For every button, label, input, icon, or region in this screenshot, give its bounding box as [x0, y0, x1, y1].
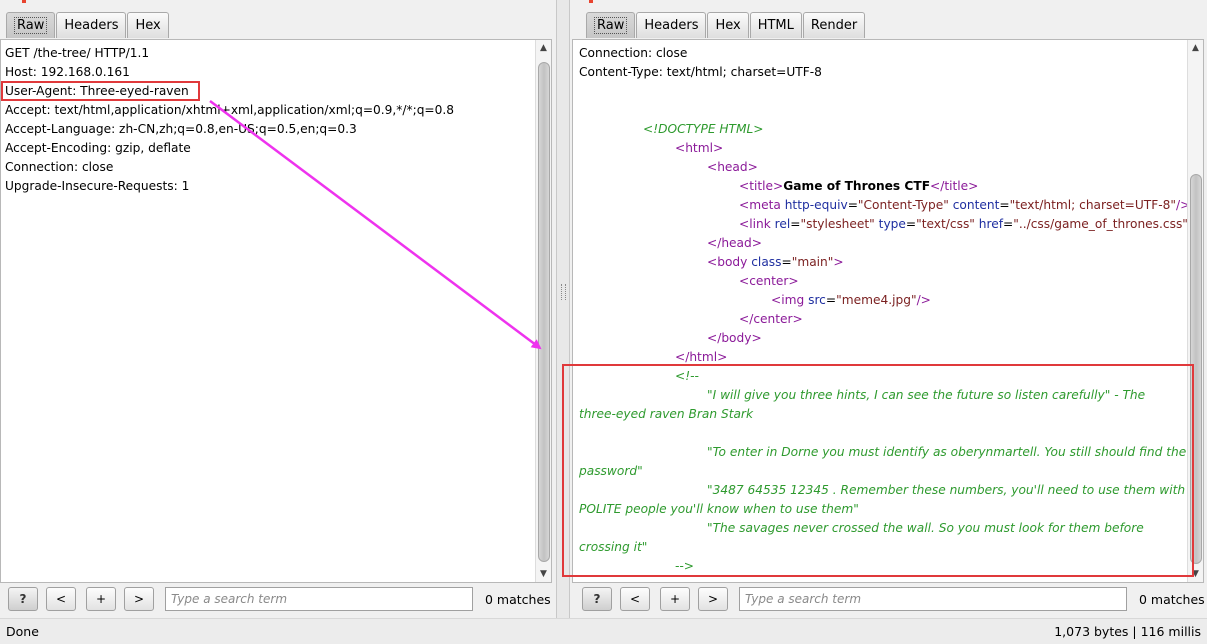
center-open-tag: <center> — [739, 274, 799, 288]
response-editor[interactable]: Connection: close Content-Type: text/htm… — [572, 39, 1204, 583]
body-open-tag: <body — [707, 255, 752, 269]
previous-match-button[interactable]: < — [620, 587, 650, 611]
comment-close: --> — [675, 559, 695, 573]
title-open-tag: <title> — [739, 179, 784, 193]
hint-text: three-eyed raven Bran Stark — [579, 407, 754, 421]
request-scrollbar[interactable]: ▲ ▼ — [535, 40, 551, 582]
status-text: Done — [6, 624, 39, 639]
center-close-tag: </center> — [739, 312, 803, 326]
next-match-button[interactable]: > — [124, 587, 154, 611]
response-size-timing: 1,073 bytes | 116 millis — [1054, 624, 1201, 639]
link-attr: rel — [774, 217, 791, 231]
body-value: "main" — [791, 255, 834, 269]
html-open-tag: <html> — [675, 141, 724, 155]
request-scroll-thumb[interactable] — [538, 62, 550, 562]
hint-text: "To enter in Dorne you must identify as … — [707, 445, 1187, 459]
divider-grip-icon[interactable] — [561, 284, 566, 300]
response-tab-html[interactable]: HTML — [749, 12, 802, 38]
hint-text: POLITE people you'll know when to use th… — [579, 502, 859, 516]
response-search-bar: ? < + > 0 matches — [570, 583, 1207, 615]
comment-open: <!-- — [675, 369, 699, 383]
request-line: GET /the-tree/ HTTP/1.1 — [5, 46, 150, 60]
request-pane: Raw Headers Hex GET /the-tree/ HTTP/1.1 … — [0, 0, 556, 618]
request-tab-raw[interactable]: Raw — [6, 12, 56, 38]
response-match-count: 0 matches — [1139, 592, 1205, 607]
img-value: "meme4.jpg" — [836, 293, 917, 307]
request-tabs: Raw Headers Hex — [6, 12, 170, 39]
hint-text: "The savages never crossed the wall. So … — [707, 521, 1144, 535]
link-value: "text/css" — [916, 217, 975, 231]
request-match-count: 0 matches — [485, 592, 551, 607]
response-header-line: Connection: close — [579, 46, 688, 60]
body-close-tag: </body> — [707, 331, 762, 345]
scroll-down-icon[interactable]: ▼ — [540, 569, 547, 579]
request-line: Host: 192.168.0.161 — [5, 65, 130, 79]
body-open-end: > — [833, 255, 844, 269]
link-attr: href — [978, 217, 1004, 231]
img-attr: src — [808, 293, 826, 307]
help-button[interactable]: ? — [8, 587, 38, 611]
request-line: Accept: text/html,application/xhtml+xml,… — [5, 103, 455, 117]
hint-text: "3487 64535 12345 . Remember these numbe… — [707, 483, 1186, 497]
img-tag: <img — [771, 293, 809, 307]
head-close-tag: </head> — [707, 236, 762, 250]
request-tab-headers[interactable]: Headers — [56, 12, 127, 38]
doctype-token: <!DOCTYPE HTML> — [643, 122, 764, 136]
user-agent-highlight-box — [1, 81, 200, 101]
html-close-tag: </html> — [675, 350, 728, 364]
request-editor[interactable]: GET /the-tree/ HTTP/1.1 Host: 192.168.0.… — [0, 39, 552, 583]
accent-mark — [589, 0, 593, 3]
pane-divider[interactable] — [556, 0, 570, 618]
meta-tag: <meta — [739, 198, 785, 212]
scroll-down-icon[interactable]: ▼ — [1192, 569, 1199, 579]
status-bar: Done 1,073 bytes | 116 millis — [0, 618, 1207, 644]
link-value: "../css/game_of_thrones.css" — [1013, 217, 1188, 231]
link-tag: <link — [739, 217, 775, 231]
scroll-up-icon[interactable]: ▲ — [540, 43, 547, 53]
request-line: Upgrade-Insecure-Requests: 1 — [5, 179, 190, 193]
next-match-button[interactable]: > — [698, 587, 728, 611]
response-pane: Raw Headers Hex HTML Render Connection: … — [570, 0, 1207, 618]
response-tabs: Raw Headers Hex HTML Render — [586, 12, 866, 39]
page-title-text: Game of Thrones CTF — [783, 179, 931, 193]
img-close: /> — [916, 293, 931, 307]
response-tab-hex[interactable]: Hex — [707, 12, 749, 38]
meta-close: /> — [1176, 198, 1191, 212]
request-search-input[interactable] — [165, 587, 473, 611]
request-line: Accept-Encoding: gzip, deflate — [5, 141, 191, 155]
comment-highlight-box — [562, 364, 1194, 577]
body-attr: class — [751, 255, 782, 269]
scroll-up-icon[interactable]: ▲ — [1192, 43, 1199, 53]
hint-text: crossing it" — [579, 540, 648, 554]
meta-attr: content — [952, 198, 1000, 212]
link-value: "stylesheet" — [800, 217, 875, 231]
response-tab-headers[interactable]: Headers — [636, 12, 707, 38]
response-search-input[interactable] — [739, 587, 1127, 611]
hint-text: "I will give you three hints, I can see … — [707, 388, 1146, 402]
request-tab-hex[interactable]: Hex — [127, 12, 169, 38]
head-open-tag: <head> — [707, 160, 758, 174]
meta-attr: http-equiv — [784, 198, 848, 212]
hint-text: password" — [579, 464, 643, 478]
request-line-user-agent: User-Agent: Three-eyed-raven — [5, 84, 189, 98]
meta-value: "text/html; charset=UTF-8" — [1009, 198, 1177, 212]
add-button[interactable]: + — [86, 587, 116, 611]
request-line: Connection: close — [5, 160, 114, 174]
previous-match-button[interactable]: < — [46, 587, 76, 611]
response-header-line: Content-Type: text/html; charset=UTF-8 — [579, 65, 822, 79]
response-tab-raw[interactable]: Raw — [586, 12, 636, 38]
response-tab-render[interactable]: Render — [802, 12, 866, 38]
add-button[interactable]: + — [660, 587, 690, 611]
meta-value: "Content-Type" — [857, 198, 949, 212]
title-close-tag: </title> — [930, 179, 979, 193]
request-search-bar: ? < + > 0 matches — [0, 583, 556, 615]
help-button[interactable]: ? — [582, 587, 612, 611]
link-attr: type — [878, 217, 906, 231]
accent-mark — [22, 0, 26, 3]
request-line: Accept-Language: zh-CN,zh;q=0.8,en-US;q=… — [5, 122, 357, 136]
